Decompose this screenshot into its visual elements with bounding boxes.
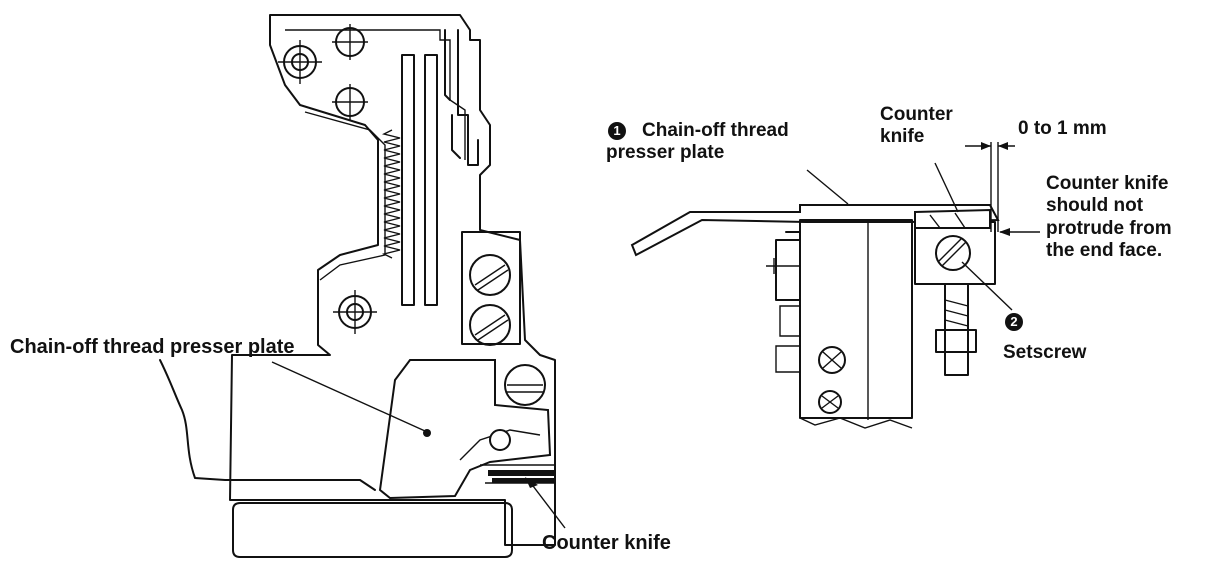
chain-off-thread-presser-plate (378, 359, 552, 500)
callout-marker-1: 1 (608, 122, 626, 140)
leader-line (806, 169, 849, 205)
label-counter-knife: Counter knife (542, 532, 671, 554)
table-edge (159, 359, 376, 491)
mounting-hole (332, 84, 368, 120)
counter-knife-side (914, 208, 991, 229)
left-assembly-view (159, 14, 566, 558)
label-protrusion-note: Counter knife should not protrude from t… (1046, 173, 1172, 262)
right-side-view (630, 142, 1040, 429)
mounting-hole (332, 24, 368, 60)
presser-foot (232, 502, 513, 558)
leader-line (271, 361, 426, 432)
screw (818, 346, 846, 374)
mounting-hole (333, 290, 377, 334)
label-setscrew: Setscrew (1003, 342, 1087, 363)
callout-marker-2: 2 (1005, 313, 1023, 331)
machine-body (799, 219, 913, 419)
mounting-hole (278, 40, 322, 84)
leader-line (961, 261, 1013, 311)
screw (818, 390, 842, 414)
screw (469, 304, 511, 346)
leader-line (934, 162, 959, 213)
label-chain-off-thread-presser-plate: Chain-off thread presser plate (10, 336, 295, 358)
screw (504, 364, 546, 406)
counter-knife (488, 470, 554, 476)
bracket-outline (229, 14, 556, 546)
label-counter-knife-right: Counter knife (880, 104, 953, 148)
setscrew (935, 235, 971, 271)
leader-line (529, 481, 566, 529)
spring (381, 129, 401, 259)
screw (469, 254, 511, 296)
label-clearance: 0 to 1 mm (1018, 118, 1107, 139)
label-chain-off-thread-presser-plate-right: Chain-off thread presser plate (606, 120, 789, 164)
